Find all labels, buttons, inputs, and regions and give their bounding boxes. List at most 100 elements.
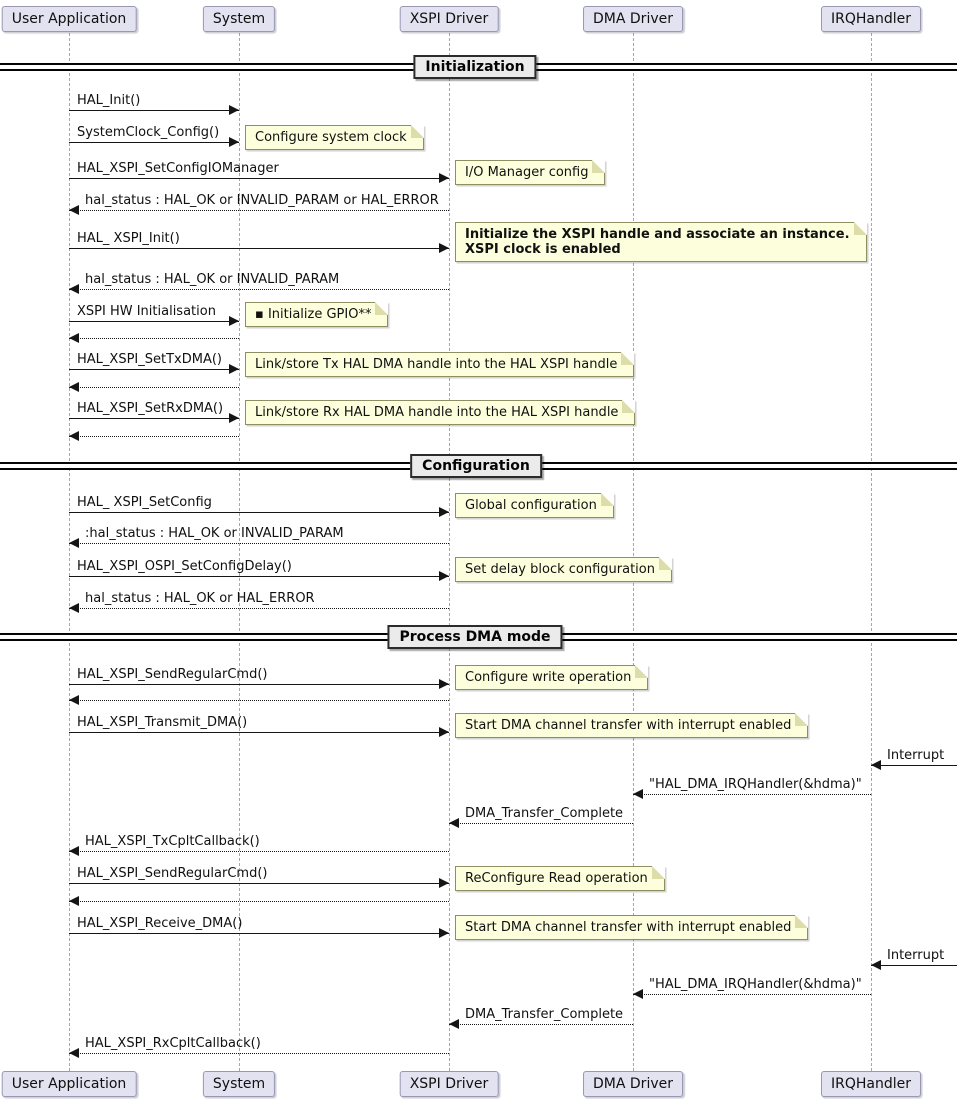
message-line — [69, 321, 239, 322]
participant-xspi-driver-top: XSPI Driver — [399, 6, 499, 32]
participant-user-application-bottom: User Application — [1, 1071, 137, 1097]
note-line: Link/store Tx HAL DMA handle into the HA… — [255, 357, 618, 372]
message-line — [69, 369, 239, 370]
message-line — [69, 248, 449, 249]
arrowhead-right-icon — [439, 878, 449, 888]
note: Link/store Tx HAL DMA handle into the HA… — [245, 352, 635, 377]
arrowhead-left-icon — [871, 960, 881, 970]
message-line — [69, 901, 449, 902]
note-line: Start DMA channel transfer with interrup… — [465, 920, 792, 935]
message-line — [69, 418, 239, 419]
arrowhead-left-icon — [69, 846, 79, 856]
message-label: HAL_XSPI_SetRxDMA() — [77, 401, 224, 416]
note: Set delay block configuration — [455, 557, 672, 582]
participant-irqhandler-top: IRQHandler — [820, 6, 922, 32]
message-line — [69, 338, 239, 339]
message-line — [69, 210, 449, 211]
message-line — [69, 110, 239, 111]
message-label: HAL_XSPI_SendRegularCmd() — [77, 667, 268, 682]
message-line — [69, 436, 239, 437]
arrowhead-left-icon — [69, 1048, 79, 1058]
message-label: HAL_XSPI_Receive_DMA() — [77, 916, 243, 931]
arrowhead-left-icon — [69, 695, 79, 705]
note: Start DMA channel transfer with interrup… — [455, 713, 809, 738]
message-line — [69, 1053, 449, 1054]
lifeline-irqhandler — [871, 33, 872, 1071]
message-label: :hal_status : HAL_OK or INVALID_PARAM — [85, 526, 344, 541]
divider-label: Process DMA mode — [387, 625, 563, 649]
arrowhead-right-icon — [229, 105, 239, 115]
message-line — [69, 178, 449, 179]
message-line — [69, 732, 449, 733]
arrowhead-left-icon — [449, 818, 459, 828]
arrowhead-left-icon — [449, 1019, 459, 1029]
message-label: "HAL_DMA_IRQHandler(&hdma)" — [649, 777, 862, 792]
lifeline-dma-driver — [633, 33, 634, 1071]
note: Initialize the XSPI handle and associate… — [455, 222, 867, 262]
arrowhead-left-icon — [69, 205, 79, 215]
note-line: ▪ Initialize GPIO** — [255, 307, 372, 322]
arrowhead-left-icon — [69, 382, 79, 392]
message-line — [69, 883, 449, 884]
message-label: HAL_XSPI_SetConfigIOManager — [77, 161, 279, 176]
arrowhead-left-icon — [69, 284, 79, 294]
note: Start DMA channel transfer with interrup… — [455, 915, 809, 940]
message-label: "HAL_DMA_IRQHandler(&hdma)" — [649, 977, 862, 992]
message-line — [69, 543, 449, 544]
message-label: HAL_Init() — [77, 93, 141, 108]
lifeline-xspi-driver — [449, 33, 450, 1071]
message-line — [69, 933, 449, 934]
lifeline-system — [239, 33, 240, 1071]
message-line — [871, 765, 957, 766]
note-line: Global configuration — [465, 498, 597, 513]
message-line — [69, 142, 239, 143]
participant-dma-driver-bottom: DMA Driver — [583, 1071, 683, 1097]
message-label: HAL_XSPI_Transmit_DMA() — [77, 715, 248, 730]
arrowhead-right-icon — [439, 727, 449, 737]
arrowhead-left-icon — [871, 760, 881, 770]
message-line — [449, 823, 633, 824]
participant-irqhandler-bottom: IRQHandler — [820, 1071, 922, 1097]
message-label: XSPI HW Initialisation — [77, 304, 216, 319]
arrowhead-right-icon — [439, 243, 449, 253]
message-line — [69, 387, 239, 388]
arrowhead-left-icon — [69, 333, 79, 343]
divider-label: Initialization — [413, 55, 537, 79]
message-line — [69, 684, 449, 685]
note-line: Set delay block configuration — [465, 562, 655, 577]
message-label: Interrupt — [887, 948, 945, 963]
note: ReConfigure Read operation — [455, 866, 665, 891]
arrowhead-right-icon — [229, 364, 239, 374]
message-line — [69, 289, 449, 290]
note-line: I/O Manager config — [465, 165, 589, 180]
message-label: HAL_XSPI_OSPI_SetConfigDelay() — [77, 559, 292, 574]
message-line — [69, 608, 449, 609]
message-label: HAL_XSPI_TxCpltCallback() — [85, 834, 260, 849]
participant-system-top: System — [202, 6, 276, 32]
message-line — [871, 965, 957, 966]
arrowhead-right-icon — [439, 173, 449, 183]
arrowhead-right-icon — [229, 316, 239, 326]
participant-user-application-top: User Application — [1, 6, 137, 32]
note-line: Configure write operation — [465, 670, 632, 685]
message-line — [69, 512, 449, 513]
note: Link/store Rx HAL DMA handle into the HA… — [245, 400, 636, 425]
arrowhead-right-icon — [439, 571, 449, 581]
message-line — [633, 794, 871, 795]
note-line: XSPI clock is enabled — [465, 242, 621, 257]
note-line: Start DMA channel transfer with interrup… — [465, 718, 792, 733]
arrowhead-right-icon — [439, 679, 449, 689]
note-line: Initialize the XSPI handle and associate… — [465, 227, 850, 242]
message-label: DMA_Transfer_Complete — [465, 1007, 624, 1022]
note: Global configuration — [455, 493, 614, 518]
note-line: ReConfigure Read operation — [465, 871, 648, 886]
arrowhead-left-icon — [69, 896, 79, 906]
note: Configure write operation — [455, 665, 649, 690]
arrowhead-right-icon — [229, 137, 239, 147]
message-label: HAL_XSPI_RxCpltCallback() — [85, 1036, 261, 1051]
note-line: Configure system clock — [255, 130, 407, 145]
message-label: hal_status : HAL_OK or INVALID_PARAM — [85, 272, 340, 287]
message-line — [69, 700, 449, 701]
arrowhead-right-icon — [439, 928, 449, 938]
